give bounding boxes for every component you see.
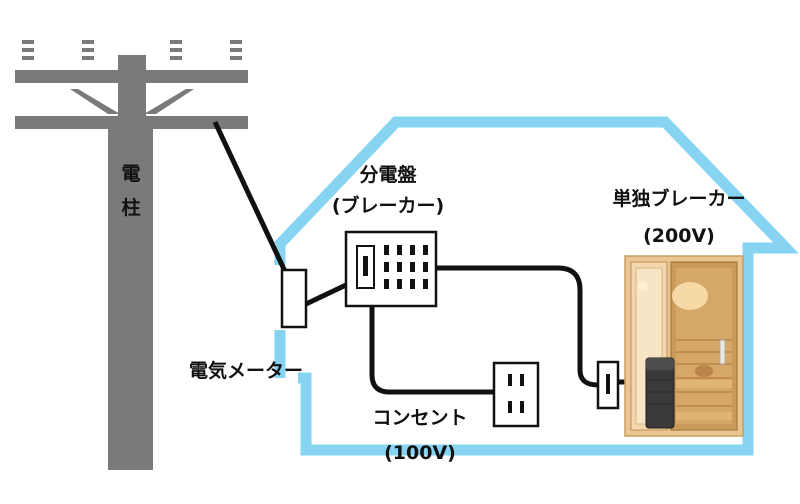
sauna-bucket <box>695 365 713 377</box>
pole-trunk <box>108 129 153 470</box>
pole-label-char-2: 柱 <box>121 196 140 219</box>
pole-brace-left <box>70 89 120 114</box>
pole-brace-right <box>144 89 194 114</box>
pole-insulators <box>22 40 242 60</box>
branch-breakers <box>384 245 428 289</box>
label-dedicated-breaker: 単独ブレーカー <box>612 187 745 210</box>
wire-meter-to-panel <box>304 282 348 307</box>
label-meter: 電気メーター <box>189 359 303 382</box>
pole-crossarm-bottom <box>15 116 248 129</box>
wires <box>212 120 648 395</box>
label-panel-title: 分電盤 <box>359 163 417 186</box>
electric-meter <box>280 268 308 329</box>
wire-panel-to-outlet <box>369 305 494 395</box>
sauna-cabin <box>624 255 744 437</box>
dedicated-breaker <box>596 360 620 410</box>
distribution-panel <box>344 230 438 308</box>
label-outlet: コンセント <box>372 407 467 429</box>
label-dedicated-voltage: (200V) <box>643 225 715 247</box>
label-outlet-voltage: (100V) <box>384 442 456 464</box>
label-panel-sub: (ブレーカー) <box>332 194 444 217</box>
wire-panel-to-dedicated-breaker <box>436 265 599 388</box>
pole-label-char-1: 電 <box>121 163 140 185</box>
utility-pole: 電 柱 <box>15 40 248 470</box>
wire-pole-to-meter <box>212 120 293 284</box>
sauna-heater <box>645 357 675 429</box>
pole-crossarm-top <box>15 70 248 83</box>
wall-outlet <box>492 361 540 428</box>
